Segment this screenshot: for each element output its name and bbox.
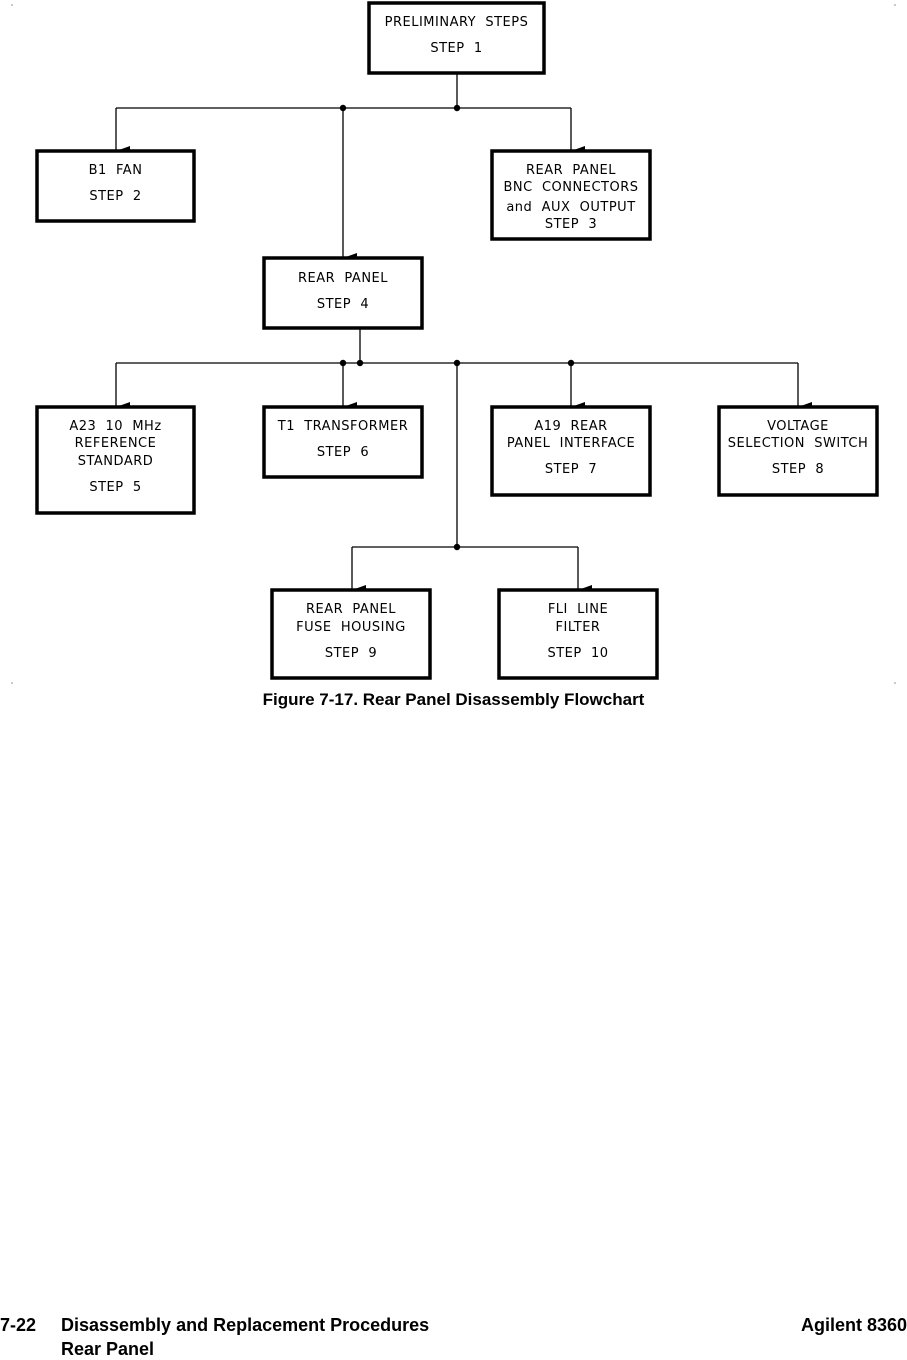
step-node-step3: REAR PANEL BNC CONNECTORS and AUX OUTPUT ST… — [490, 149, 652, 241]
step-box-label: A19 REAR — [534, 419, 607, 434]
step-box-label: PRELIMINARY STEPS — [385, 15, 529, 30]
step-box-label: A23 10 MHz — [69, 419, 161, 434]
step-box-label: FILTER — [556, 620, 601, 635]
step-box-label: STEP 8 — [772, 462, 824, 477]
step-box — [490, 149, 652, 241]
step-box-label: PANEL INTERFACE — [507, 436, 635, 451]
crop-marks — [11, 4, 896, 684]
junction-dot — [453, 543, 461, 551]
step-node-step10: FLI LINE FILTER STEP 10 — [497, 588, 659, 680]
step-box-label: FLI LINE — [548, 602, 608, 617]
step-box-label: FUSE HOUSING — [296, 620, 406, 635]
flowchart-diagram: PRELIMINARY STEPS STEP 1 B1 FAN STEP 2 REAR … — [11, 1, 896, 684]
step-box-label: REAR PANEL — [298, 271, 388, 286]
step-box — [35, 405, 196, 515]
step-box — [270, 588, 432, 680]
step-box-label: STEP 3 — [545, 217, 597, 232]
step-box-label: REAR PANEL — [526, 163, 616, 178]
step-box-label: REAR PANEL — [306, 602, 396, 617]
product-name: Agilent 8360 — [800, 1315, 907, 1335]
step-box — [262, 256, 424, 330]
junction-dots — [339, 104, 575, 551]
step-box — [497, 588, 659, 680]
junction-dot — [453, 359, 461, 367]
step-box-label: B1 FAN — [89, 163, 143, 178]
step-box-label: STEP 2 — [89, 189, 141, 204]
step-box — [367, 1, 546, 75]
step-box-label: REFERENCE — [75, 436, 157, 451]
step-box-label: SELECTION SWITCH — [728, 436, 868, 451]
step-box-label: BNC CONNECTORS — [504, 180, 639, 195]
section-title: Disassembly and Replacement Procedures — [61, 1315, 430, 1335]
step-box-label: STEP 9 — [325, 646, 377, 661]
step-box-label: STEP 4 — [317, 297, 369, 312]
step-box — [490, 405, 652, 497]
step-box-label: T1 TRANSFORMER — [277, 419, 409, 434]
step-node-step6: T1 TRANSFORMER STEP 6 — [262, 405, 424, 479]
junction-dot — [356, 359, 364, 367]
step-boxes: PRELIMINARY STEPS STEP 1 B1 FAN STEP 2 REAR … — [35, 1, 879, 680]
figure-caption: Figure 7-17. Rear Panel Disassembly Flow… — [262, 690, 645, 709]
junction-dot — [339, 104, 347, 112]
step-box-label: VOLTAGE — [767, 419, 829, 434]
step-node-step7: A19 REAR PANEL INTERFACE STEP 7 — [490, 405, 652, 497]
step-box — [35, 149, 196, 223]
step-box-label: STEP 10 — [547, 646, 608, 661]
step-node-step8: VOLTAGE SELECTION SWITCH STEP 8 — [717, 405, 879, 497]
subsection-title: Rear Panel — [61, 1339, 155, 1359]
step-box-label: STANDARD — [78, 454, 154, 469]
step-box-label: STEP 5 — [89, 480, 141, 495]
step-box-label: STEP 7 — [545, 462, 597, 477]
step-node-step4: REAR PANEL STEP 4 — [262, 256, 424, 330]
step-node-step9: REAR PANEL FUSE HOUSING STEP 9 — [270, 588, 432, 680]
junction-dot — [567, 359, 575, 367]
step-box — [262, 405, 424, 479]
junction-dot — [339, 359, 347, 367]
step-node-step2: B1 FAN STEP 2 — [35, 149, 196, 223]
step-box — [717, 405, 879, 497]
step-box-label: STEP 6 — [317, 445, 369, 460]
step-box-label: STEP 1 — [430, 41, 482, 56]
junction-dot — [453, 104, 461, 112]
page-number: 7-22 — [0, 1315, 37, 1335]
step-node-step1: PRELIMINARY STEPS STEP 1 — [367, 1, 546, 75]
connector-lines — [115, 73, 812, 595]
step-box-label: and AUX OUTPUT — [506, 200, 635, 215]
